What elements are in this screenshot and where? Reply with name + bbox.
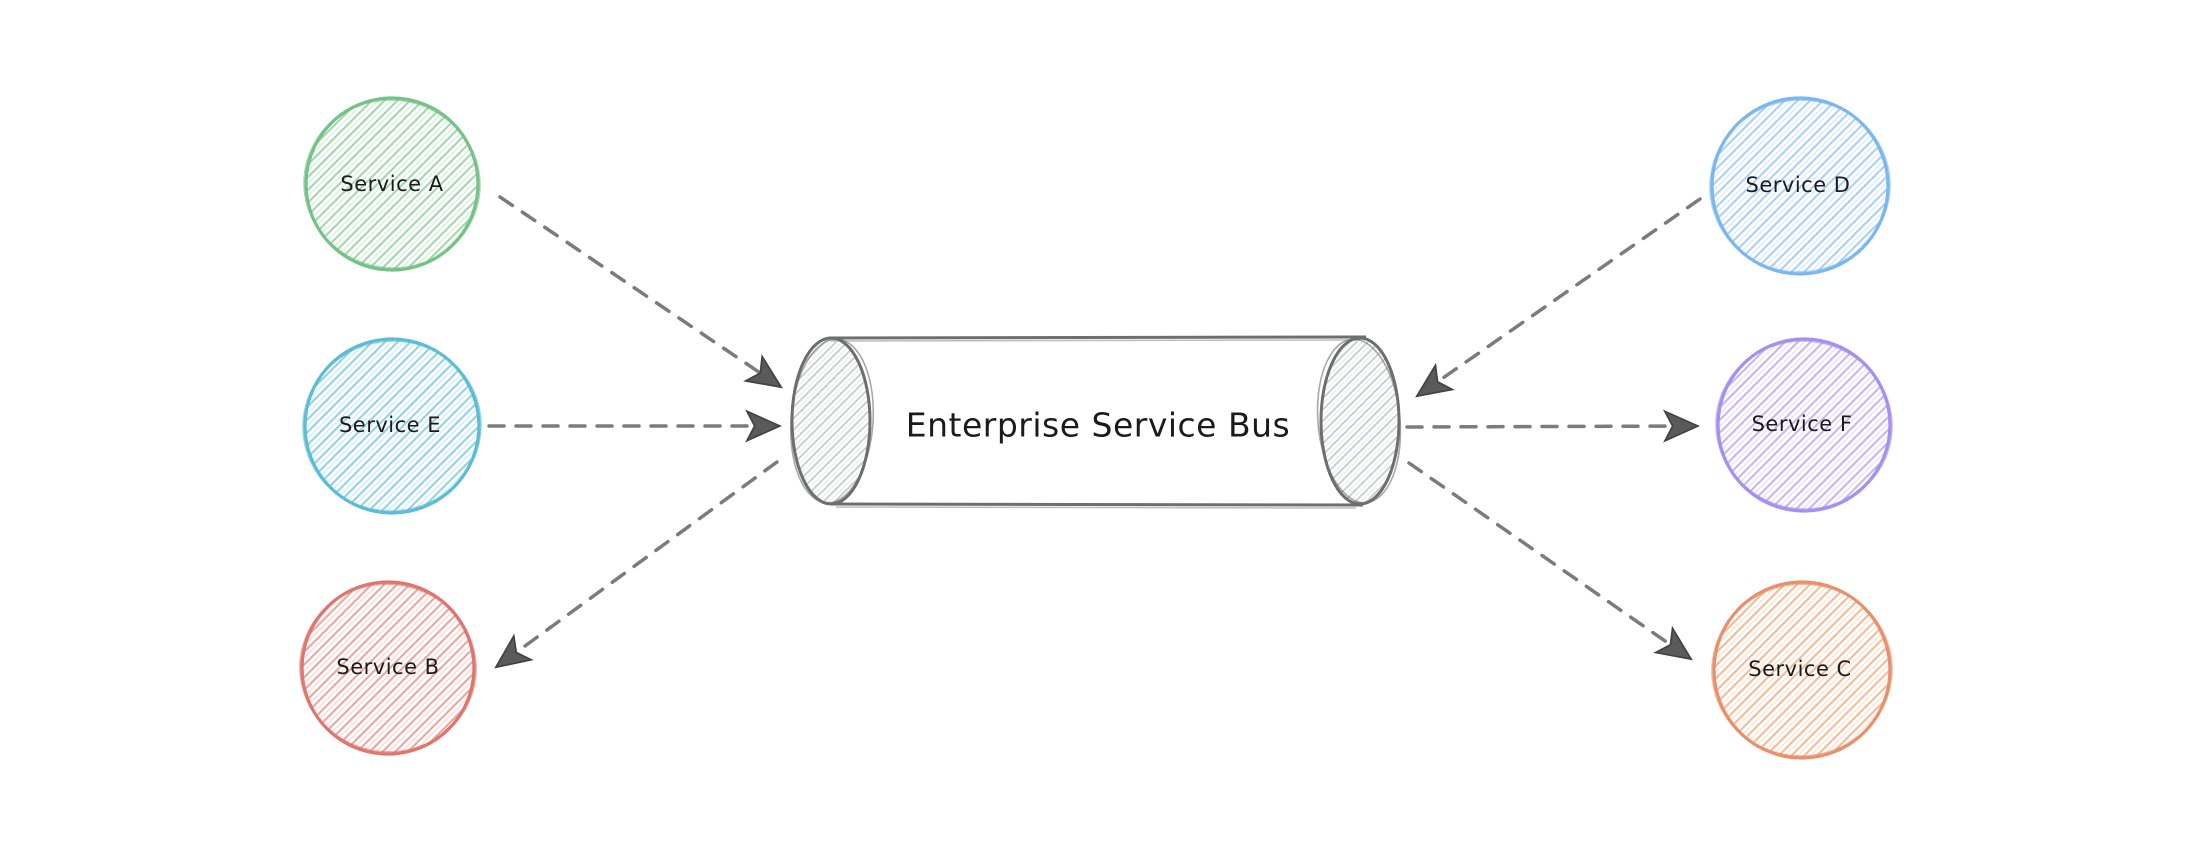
arrow-esb-to-service-b — [494, 460, 779, 669]
service-d-node: Service D — [1709, 96, 1891, 276]
service-e-label: Service E — [339, 413, 441, 437]
arrow-esb-to-service-c — [1407, 461, 1693, 661]
arrow-esb-to-service-f — [1405, 409, 1700, 443]
esb-label: Enterprise Service Bus — [906, 406, 1290, 445]
service-a-label: Service A — [340, 172, 443, 196]
service-e-node: Service E — [302, 337, 482, 515]
service-d-label: Service D — [1746, 173, 1851, 197]
service-b-label: Service B — [336, 655, 439, 679]
service-b-node: Service B — [299, 580, 477, 756]
service-c-label: Service C — [1748, 657, 1851, 681]
service-f-label: Service F — [1752, 412, 1853, 436]
esb-bottom-line — [829, 502, 1364, 507]
esb-top-line — [828, 335, 1367, 340]
esb-body — [831, 339, 1360, 504]
arrow-service-a-to-esb — [498, 195, 783, 389]
arrow-service-d-to-esb — [1415, 197, 1702, 398]
esb-right-cap — [1319, 336, 1401, 506]
connectors — [487, 195, 1702, 669]
esb-left-cap — [790, 336, 872, 506]
esb-bus: Enterprise Service Bus — [789, 335, 1402, 509]
service-c-node: Service C — [1711, 580, 1893, 760]
service-a-node: Service A — [303, 96, 481, 272]
service-f-node: Service F — [1715, 337, 1893, 513]
